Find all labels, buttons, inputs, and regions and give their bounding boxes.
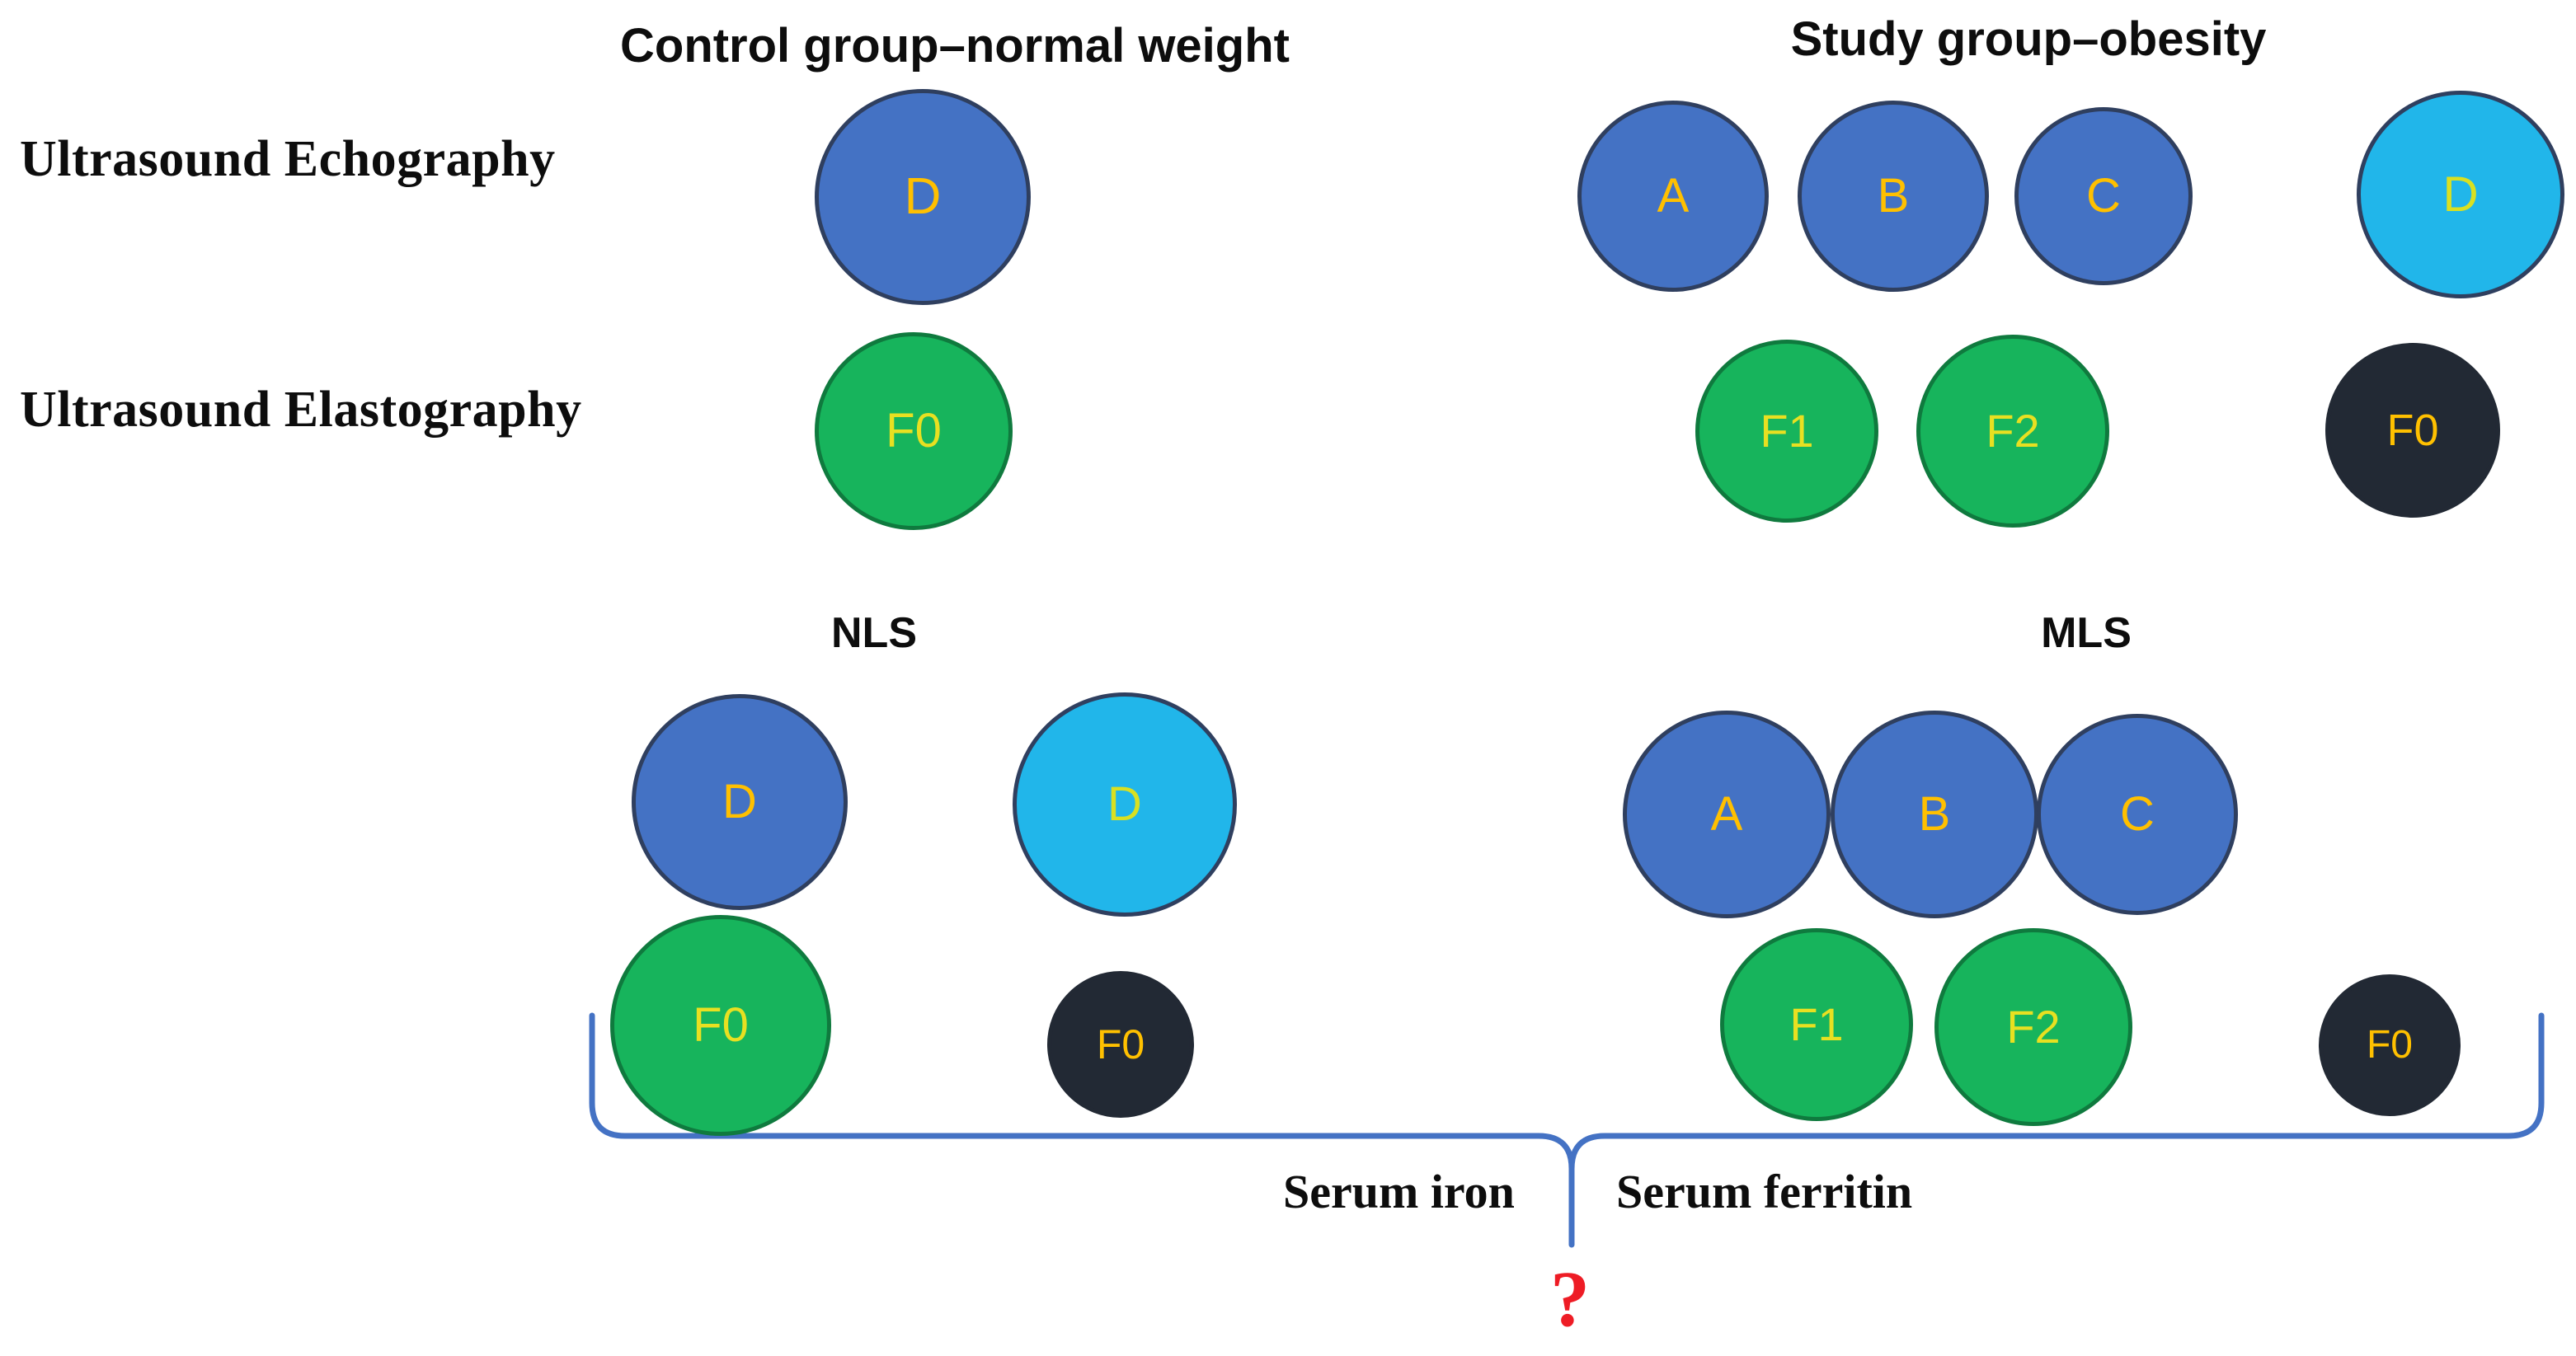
node-top-elastography-study-f2: F2 (1916, 335, 2109, 528)
node-label: F0 (2366, 1023, 2413, 1067)
title-study-group: Study group–obesity (1790, 12, 2267, 66)
node-bottom-nls-echography-d: D (1013, 692, 1237, 917)
node-bottom-mls-elastography-f2: F2 (1934, 928, 2132, 1126)
node-top-echography-study-b: B (1798, 101, 1989, 292)
node-bottom-nls-elastography-f0: F0 (1047, 971, 1194, 1118)
node-top-elastography-study-f0: F0 (2325, 343, 2500, 518)
node-bottom-nls-elastography-f0: F0 (610, 915, 831, 1136)
node-bottom-mls-echography-b: B (1831, 711, 2038, 918)
node-label: F0 (1096, 1021, 1145, 1067)
node-label: F0 (693, 998, 749, 1052)
node-label: D (904, 168, 942, 225)
node-label: A (1657, 169, 1690, 223)
node-bottom-nls-echography-d: D (632, 694, 848, 910)
node-label: F2 (2006, 1001, 2061, 1053)
question-mark: ? (1550, 1255, 1590, 1343)
node-bottom-mls-elastography-f0: F0 (2319, 974, 2461, 1116)
node-label: B (1918, 787, 1951, 841)
label-serum-ferritin: Serum ferritin (1616, 1165, 1913, 1218)
node-label: F1 (1789, 998, 1844, 1050)
node-label: D (1107, 777, 1142, 831)
node-label: C (2120, 787, 2155, 841)
node-label: B (1877, 169, 1910, 223)
node-label: F0 (2386, 406, 2439, 455)
row-label-ultrasound-elastography: Ultrasound Elastography (20, 382, 582, 438)
node-bottom-mls-echography-a: A (1623, 711, 1831, 918)
node-bottom-mls-echography-c: C (2037, 714, 2238, 915)
node-top-echography-study-a: A (1577, 101, 1769, 292)
node-label: C (2086, 169, 2121, 223)
label-serum-iron: Serum iron (1283, 1165, 1515, 1218)
node-label: D (722, 775, 757, 828)
node-label: D (2442, 167, 2479, 222)
node-label: F2 (1986, 405, 2040, 457)
title-mls: MLS (2041, 609, 2132, 657)
node-top-echography-control-d: D (815, 89, 1031, 305)
node-top-echography-study-d: D (2357, 91, 2564, 298)
node-top-elastography-study-f1: F1 (1695, 340, 1878, 523)
title-nls: NLS (831, 609, 917, 657)
node-label: F1 (1760, 405, 1814, 457)
node-bottom-mls-elastography-f1: F1 (1720, 928, 1913, 1121)
row-label-ultrasound-echography: Ultrasound Echography (20, 131, 556, 187)
node-label: F0 (886, 404, 942, 457)
node-top-echography-study-c: C (2014, 107, 2193, 285)
title-control-group: Control group–normal weight (620, 19, 1290, 73)
node-label: A (1710, 787, 1743, 841)
node-top-elastography-control-f0: F0 (815, 332, 1013, 530)
